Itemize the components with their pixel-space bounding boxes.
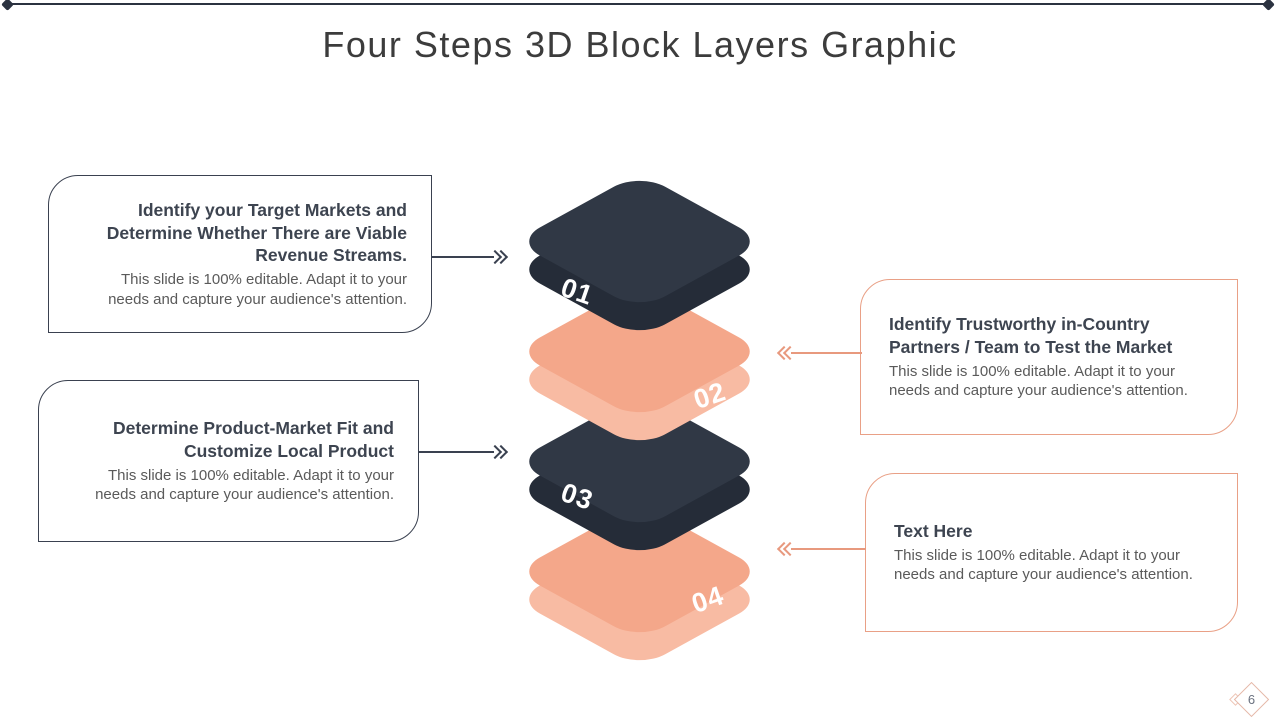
- connector-arrow-step-3: [419, 443, 509, 461]
- callout-step-3-body: This slide is 100% editable. Adapt it to…: [95, 466, 394, 504]
- callout-step-4: Text Here This slide is 100% editable. A…: [865, 473, 1238, 632]
- top-border-line: [8, 3, 1272, 5]
- top-border-right-diamond-icon: [1262, 0, 1275, 11]
- callout-step-2: Identify Trustworthy in-Country Partners…: [860, 279, 1238, 435]
- page-number: 6: [1247, 692, 1256, 707]
- callout-step-4-title: Text Here: [894, 521, 973, 542]
- connector-arrow-step-4: [776, 540, 866, 558]
- slide-title: Four Steps 3D Block Layers Graphic: [322, 24, 958, 65]
- callout-step-1-title: Identify your Target Markets and Determi…: [106, 199, 407, 266]
- connector-arrow-step-2: [776, 344, 862, 362]
- arrow-line: [791, 548, 866, 550]
- callout-step-4-body: This slide is 100% editable. Adapt it to…: [894, 546, 1193, 584]
- callout-step-1-body: This slide is 100% editable. Adapt it to…: [108, 271, 407, 308]
- callout-step-3: Determine Product-Market Fit and Customi…: [38, 380, 419, 542]
- callout-step-2-body: This slide is 100% editable. Adapt it to…: [889, 362, 1188, 400]
- callout-step-2-title: Identify Trustworthy in-Country Partners…: [889, 314, 1173, 357]
- arrow-line: [419, 451, 494, 453]
- arrow-line: [791, 352, 862, 354]
- callout-step-3-title: Determine Product-Market Fit and Customi…: [112, 418, 394, 461]
- connector-arrow-step-1: [432, 248, 509, 266]
- arrow-line: [432, 256, 494, 258]
- top-border-left-diamond-icon: [1, 0, 14, 11]
- callout-step-1: Identify your Target Markets and Determi…: [48, 175, 432, 333]
- block-layer-1: [500, 172, 780, 382]
